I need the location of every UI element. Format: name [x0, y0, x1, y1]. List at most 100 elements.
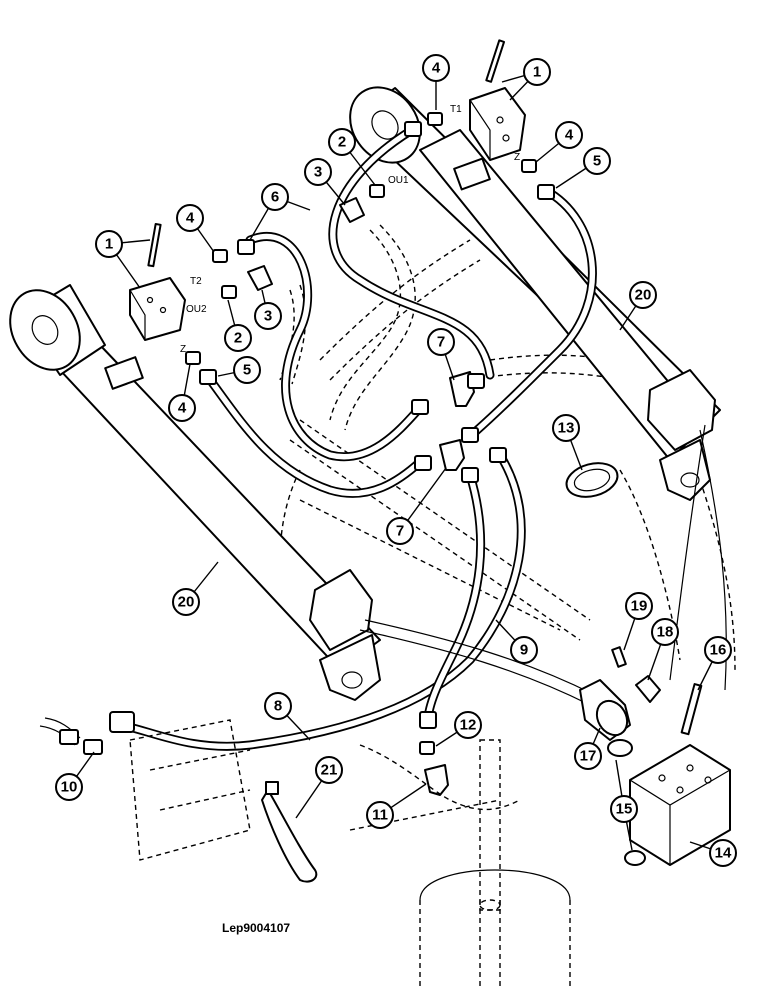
hydraulic-cylinder-right [349, 86, 721, 501]
svg-text:9: 9 [520, 642, 528, 659]
svg-text:18: 18 [657, 624, 674, 641]
drawing-reference: Lep9004107 [222, 921, 290, 935]
svg-text:8: 8 [274, 698, 282, 715]
callout-4-top: 4 [422, 54, 450, 82]
svg-text:2: 2 [338, 134, 346, 151]
svg-text:1: 1 [105, 236, 113, 253]
port-label-z-left: Z [180, 344, 186, 355]
svg-text:2: 2 [234, 330, 242, 347]
cable-tie-21 [261, 789, 318, 883]
misc-parts [261, 462, 731, 883]
svg-text:3: 3 [314, 164, 322, 181]
svg-text:7: 7 [396, 523, 404, 540]
svg-text:4: 4 [186, 210, 195, 227]
svg-text:1: 1 [533, 64, 541, 81]
hose-end-top [404, 121, 422, 137]
callout-7-lower: 7 [386, 517, 414, 545]
o-ring-15-lower [624, 850, 646, 866]
callout-16: 16 [704, 636, 732, 664]
svg-text:6: 6 [271, 189, 279, 206]
svg-text:11: 11 [372, 807, 388, 824]
callout-20-right: 20 [629, 281, 657, 309]
valve-block-upper [469, 39, 526, 161]
callout-4-left: 4 [176, 204, 204, 232]
callout-20-left: 20 [172, 588, 200, 616]
hose-end-9 [419, 711, 437, 729]
bolt-19 [611, 646, 627, 668]
elbow-3-top [339, 197, 365, 223]
port-labels: T1 OU1 T2 OU2 Z Z [180, 104, 520, 355]
svg-text:14: 14 [715, 845, 732, 862]
fitting-18 [635, 675, 661, 703]
fitting-4-lower [185, 351, 201, 365]
o-ring-15-upper [607, 739, 633, 757]
svg-text:15: 15 [616, 801, 633, 818]
hose-end-6 [237, 239, 255, 255]
callout-12: 12 [454, 711, 482, 739]
svg-text:19: 19 [631, 598, 648, 615]
callout-7-upper: 7 [427, 328, 455, 356]
svg-text:4: 4 [178, 400, 187, 417]
fitting-4-top [427, 112, 443, 126]
svg-text:17: 17 [580, 748, 597, 765]
fitting-4-left [212, 249, 228, 263]
elbow-3-left [247, 265, 273, 291]
callout-15: 15 [610, 795, 638, 823]
svg-text:13: 13 [558, 420, 575, 437]
bolt-16 [680, 683, 703, 736]
hydraulic-cylinder-left [9, 284, 381, 701]
tee-7-lower [439, 439, 465, 471]
callout-5-left: 5 [233, 356, 261, 384]
svg-text:20: 20 [178, 594, 195, 611]
svg-text:16: 16 [710, 642, 727, 659]
callout-1-upper: 1 [523, 58, 551, 86]
callout-19: 19 [625, 592, 653, 620]
tee-11 [424, 764, 449, 796]
fitting-4-right [521, 159, 537, 173]
fitting-2-left [221, 285, 237, 299]
callout-21: 21 [315, 756, 343, 784]
callout-3-upper: 3 [304, 158, 332, 186]
callout-9: 9 [510, 636, 538, 664]
callout-13: 13 [552, 414, 580, 442]
port-label-ou1: OU1 [388, 175, 409, 186]
fitting-12 [419, 741, 435, 755]
clamp-13 [565, 462, 619, 498]
svg-text:4: 4 [432, 60, 441, 77]
callout-3-lower: 3 [254, 302, 282, 330]
port-label-z-right: Z [514, 152, 520, 163]
callout-10: 10 [55, 773, 83, 801]
callout-2-lower: 2 [224, 324, 252, 352]
callout-6: 6 [261, 183, 289, 211]
callout-14: 14 [709, 839, 737, 867]
hose-end-5-left [199, 369, 217, 385]
svg-text:21: 21 [321, 762, 338, 779]
callout-18: 18 [651, 618, 679, 646]
hoses [39, 125, 727, 751]
lower-assembly [129, 719, 571, 990]
svg-text:5: 5 [243, 362, 251, 379]
callout-8: 8 [264, 692, 292, 720]
svg-text:4: 4 [565, 127, 574, 144]
fitting-2-top [369, 184, 385, 198]
fittings [59, 112, 555, 796]
port-label-t2: T2 [190, 276, 202, 287]
hose-end-8 [109, 711, 135, 733]
port-label-ou2: OU2 [186, 304, 207, 315]
callout-2-upper: 2 [328, 128, 356, 156]
valve-block-lower [129, 222, 186, 341]
hose-end-5-right [537, 184, 555, 200]
svg-text:7: 7 [437, 334, 445, 351]
svg-text:3: 3 [264, 308, 272, 325]
callout-4-lower: 4 [168, 394, 196, 422]
callouts: 1 1 2 2 3 3 4 4 4 4 5 5 [55, 54, 737, 867]
fitting-10 [83, 739, 103, 755]
callout-1-lower: 1 [95, 230, 123, 258]
callout-5-right: 5 [583, 147, 611, 175]
port-label-t1: T1 [450, 104, 462, 115]
callout-4-right: 4 [555, 121, 583, 149]
svg-text:12: 12 [460, 717, 477, 734]
svg-text:20: 20 [635, 287, 652, 304]
svg-text:5: 5 [593, 153, 601, 170]
